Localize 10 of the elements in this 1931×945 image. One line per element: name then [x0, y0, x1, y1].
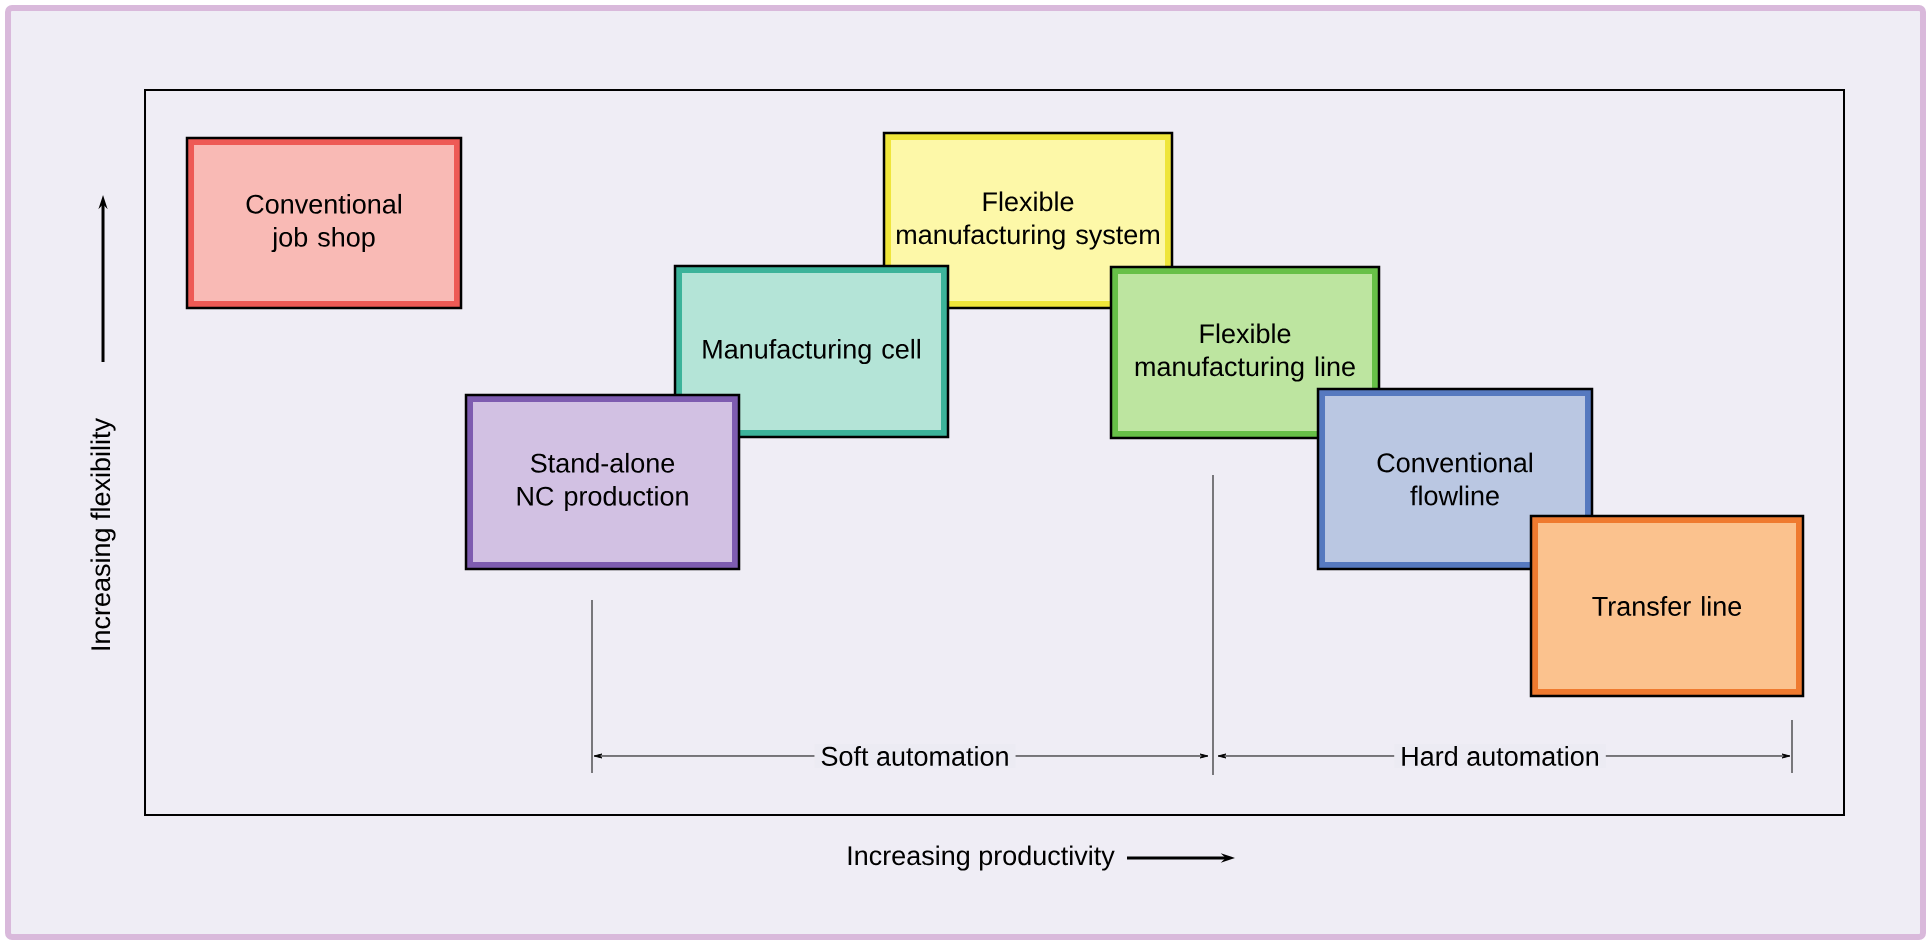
process-box: Manufacturing cell — [673, 264, 950, 439]
process-box: Conventional flowline — [1316, 387, 1594, 571]
dimension-label: Soft automation — [814, 744, 1016, 768]
process-box: Transfer line — [1529, 514, 1805, 698]
dimension-label: Hard automation — [1394, 744, 1606, 768]
axis-label: Increasing flexibility — [90, 418, 116, 650]
axis-label: Increasing productivity — [848, 845, 1115, 871]
process-box: Stand-alone NC production — [464, 393, 741, 571]
process-box: Flexible manufacturing line — [1109, 265, 1381, 440]
process-box: Conventional job shop — [185, 136, 463, 310]
